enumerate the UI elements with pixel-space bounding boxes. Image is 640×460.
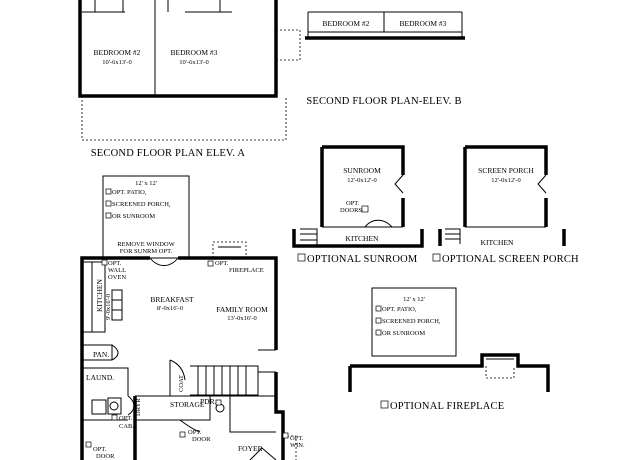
sunroom-dim: 12'-0x12'-0 — [347, 177, 376, 184]
plan-b-bedroom-2-label: BEDROOM #2 — [323, 19, 370, 28]
opt-door-b-1: OPT. — [93, 446, 107, 453]
breakfast-dim: 8'-0x16'-0 — [157, 305, 183, 312]
family-room-dim: 13'-0x16'-0 — [227, 315, 256, 322]
laundry-label: LAUND. — [86, 373, 114, 382]
bedroom-2-dim: 10'-6x13'-0 — [102, 59, 131, 66]
sunroom-opt-doors-1: OPT. — [346, 200, 360, 207]
opt-cab-2: CAB. — [119, 423, 134, 430]
kitchen-label: KITCHEN — [95, 279, 104, 312]
optional-screen-porch-plan: SCREEN PORCH 12'-0x12'-0 KITCHEN OPTIONA… — [432, 145, 579, 265]
main-option-3: OR SUNROOM — [112, 213, 155, 220]
coat-label: COAT — [178, 375, 185, 392]
sunroom-caption-checkbox — [297, 253, 306, 262]
remove-window-note-2: FOR SUNRM OPT. — [120, 248, 173, 255]
screen-porch-label: SCREEN PORCH — [478, 166, 534, 175]
opt-win-1: OPT. — [290, 435, 304, 442]
opt-win-2: WIN. — [290, 442, 305, 449]
second-floor-plan-a: BEDROOM #2 10'-6x13'-0 BEDROOM #3 10'-6x… — [78, 0, 301, 159]
storage-label: STORAGE — [170, 400, 205, 409]
screen-porch-kitchen-label: KITCHEN — [481, 238, 514, 247]
sunroom-opt-doors-2: DOORS — [340, 207, 362, 214]
opt-fireplace-2: FIREPLACE — [229, 267, 264, 274]
bedroom-2-label: BEDROOM #2 — [94, 48, 141, 57]
opt-door-2: DOOR — [192, 436, 211, 443]
second-floor-plan-b: BEDROOM #2 BEDROOM #3 SECOND FLOOR PLAN-… — [305, 11, 465, 107]
caption-second-floor-b: SECOND FLOOR PLAN-ELEV. B — [306, 96, 461, 107]
main-option-size: 12' x 12' — [135, 180, 157, 187]
dryer-label: DRYR — [135, 398, 142, 416]
optional-fireplace-plan: 12' x 12' OPT. PATIO, SCREENED PORCH, OR… — [348, 287, 550, 412]
bedroom-3-label: BEDROOM #3 — [171, 48, 218, 57]
bedroom-3-dim: 10'-6x13'-0 — [179, 59, 208, 66]
main-option-2: SCREENED PORCH, — [112, 201, 171, 208]
fireplace-option-2: SCREENED PORCH, — [382, 318, 441, 325]
breakfast-label: BREAKFAST — [150, 295, 194, 304]
caption-optional-sunroom: OPTIONAL SUNROOM — [307, 254, 418, 265]
caption-optional-screen-porch: OPTIONAL SCREEN PORCH — [442, 254, 579, 265]
kitchen-dim: 9'-0x16'-0 — [105, 294, 112, 320]
fireplace-option-3: OR SUNROOM — [382, 330, 425, 337]
caption-optional-fireplace: OPTIONAL FIREPLACE — [390, 401, 504, 412]
opt-cab-1: OPT. — [119, 415, 133, 422]
pantry-label: PAN. — [93, 350, 109, 359]
optional-sunroom-plan: SUNROOM 12'-0x12'-0 OPT. DOORS KITCHEN O… — [292, 145, 424, 265]
remove-window-note-1: REMOVE WINDOW — [117, 241, 175, 248]
main-option-1: OPT. PATIO, — [112, 189, 147, 196]
screen-porch-dim: 12'-0x12'-0 — [491, 177, 520, 184]
sunroom-kitchen-label: KITCHEN — [346, 234, 379, 243]
opt-wall-oven-1: OPT. — [108, 260, 122, 267]
opt-fireplace-1: OPT. — [215, 260, 229, 267]
opt-wall-oven-3: OVEN — [108, 274, 126, 281]
fireplace-option-size: 12' x 12' — [403, 296, 425, 303]
opt-wall-oven-2: WALL — [108, 267, 126, 274]
fireplace-option-1: OPT. PATIO, — [382, 306, 417, 313]
opt-door-b-2: DOOR — [96, 453, 115, 460]
foyer-label: FOYER — [238, 444, 263, 453]
family-room-label: FAMILY ROOM — [216, 305, 268, 314]
opt-door-1: OPT. — [188, 429, 202, 436]
plan-b-bedroom-3-label: BEDROOM #3 — [400, 19, 447, 28]
powder-room-label: PDR. — [200, 397, 217, 406]
caption-second-floor-a: SECOND FLOOR PLAN ELEV. A — [91, 148, 246, 159]
fireplace-caption-checkbox — [380, 400, 389, 409]
screen-porch-caption-checkbox — [432, 253, 441, 262]
sunroom-label: SUNROOM — [343, 166, 381, 175]
first-floor-plan: 12' x 12' OPT. PATIO, SCREENED PORCH, OR… — [80, 175, 305, 460]
